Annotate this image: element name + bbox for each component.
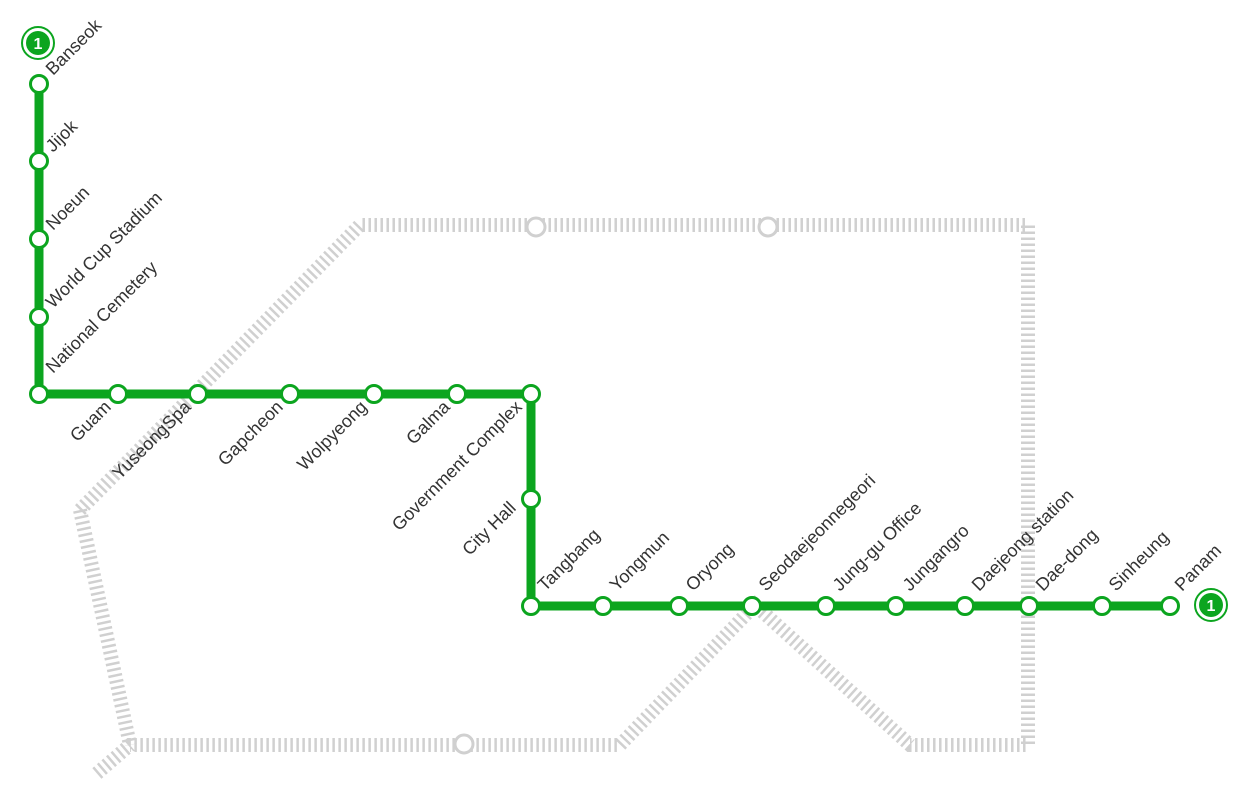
station-marker[interactable] [593, 596, 613, 616]
station-label: Guam [66, 397, 115, 446]
ghost-stations [453, 216, 779, 755]
line-badge-start: 1 [21, 26, 55, 60]
ghost-line-left [73, 508, 137, 747]
station-label: Sinheung [1105, 527, 1173, 595]
station-label: Yongmun [606, 527, 673, 594]
station-label: YuseongSpa [108, 396, 195, 483]
station-jijok[interactable]: Jijok [29, 116, 82, 171]
station-daejeong-station[interactable]: Daejeong station [955, 485, 1078, 616]
station-label: Dae-dong [1032, 525, 1102, 595]
station-marker[interactable] [29, 307, 49, 327]
station-label: Oryong [682, 539, 738, 595]
ghost-line [73, 218, 1035, 781]
station-marker[interactable] [29, 74, 49, 94]
station-marker[interactable] [521, 596, 541, 616]
station-marker[interactable] [29, 229, 49, 249]
station-marker[interactable] [29, 151, 49, 171]
station-marker[interactable] [521, 489, 541, 509]
station-marker[interactable] [816, 596, 836, 616]
station-label: Jijok [42, 116, 82, 156]
station-national-cemetery[interactable]: National Cemetery [29, 257, 162, 404]
station-marker[interactable] [29, 384, 49, 404]
station-marker[interactable] [521, 384, 541, 404]
station-marker[interactable] [886, 596, 906, 616]
station-marker[interactable] [955, 596, 975, 616]
station-yongmun[interactable]: Yongmun [593, 527, 674, 616]
ghost-station [525, 216, 547, 238]
station-sinheung[interactable]: Sinheung [1092, 527, 1173, 616]
station-label: Wolpyeong [293, 397, 371, 475]
station-marker[interactable] [669, 596, 689, 616]
station-marker[interactable] [1092, 596, 1112, 616]
station-marker[interactable] [188, 384, 208, 404]
station-label: Gapcheon [214, 397, 287, 470]
station-seodaejeonnegeori[interactable]: Seodaejeonnegeori [742, 470, 880, 616]
station-marker[interactable] [447, 384, 467, 404]
ghost-line-upper [75, 218, 1035, 781]
line-badge-end: 1 [1194, 588, 1228, 622]
station-marker[interactable] [1019, 596, 1039, 616]
station-label: Jungangro [899, 521, 973, 595]
station-label: City Hall [458, 498, 520, 560]
ghost-station [453, 733, 475, 755]
station-marker[interactable] [108, 384, 128, 404]
station-marker[interactable] [1160, 596, 1180, 616]
station-marker[interactable] [364, 384, 384, 404]
station-wolpyeong[interactable]: Wolpyeong [293, 384, 384, 475]
line-number: 1 [34, 36, 43, 53]
station-label: National Cemetery [42, 257, 162, 377]
station-label: Galma [402, 396, 454, 448]
station-label: Noeun [42, 182, 94, 234]
station-marker[interactable] [742, 596, 762, 616]
station-label: Banseok [42, 14, 106, 78]
line-1-track [34, 79, 1175, 611]
line-number: 1 [1207, 598, 1216, 615]
ghost-station [757, 216, 779, 238]
station-label: Panam [1171, 540, 1225, 594]
station-label: Tangbang [534, 525, 604, 595]
station-marker[interactable] [280, 384, 300, 404]
